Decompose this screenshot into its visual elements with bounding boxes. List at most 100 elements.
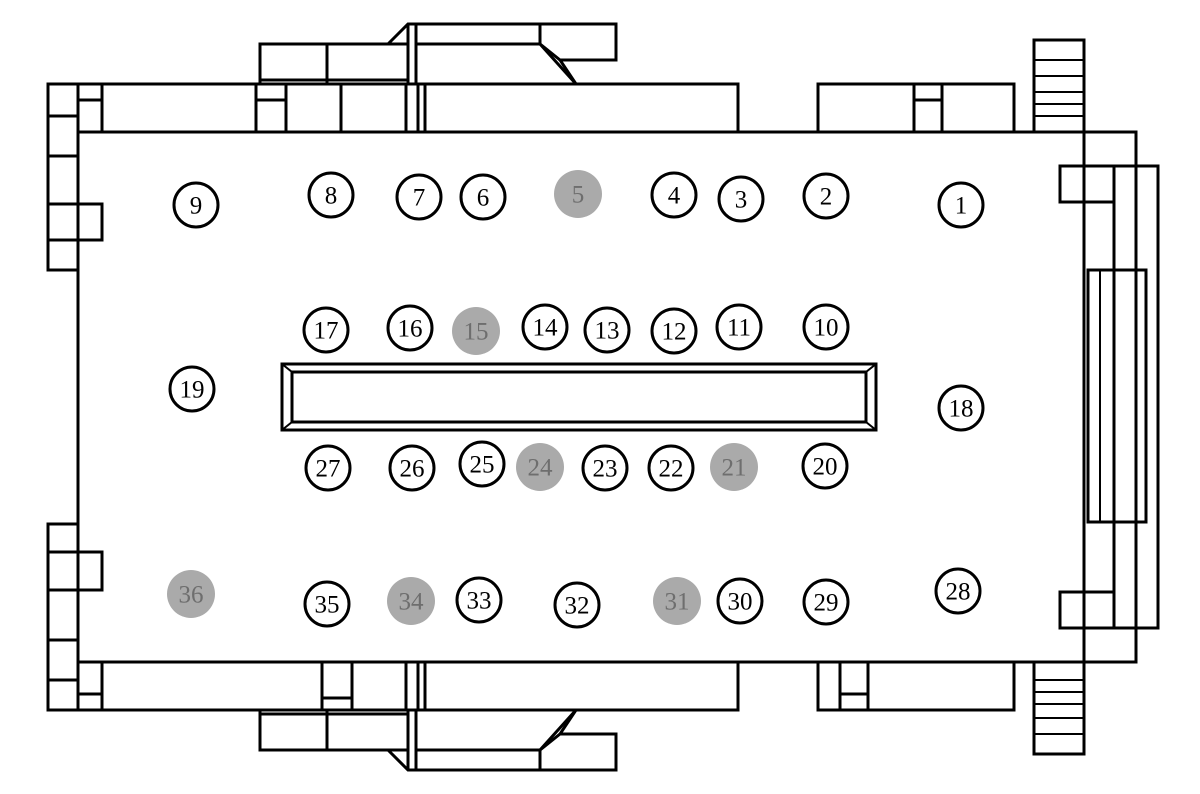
marker-label: 24 [528,455,554,482]
marker-28: 28 [934,567,982,615]
markers-group: 1234567891011121314151617181920212223242… [167,170,985,629]
marker-circle [307,171,355,219]
marker-label: 4 [668,183,681,210]
marker-34: 34 [387,577,435,625]
marker-circle [650,307,698,355]
marker-36: 36 [167,570,215,618]
marker-circle [458,440,506,488]
marker-4: 4 [650,171,698,219]
marker-circle [934,567,982,615]
marker-label: 30 [728,589,753,616]
marker-circle [553,581,601,629]
marker-35: 35 [303,580,351,628]
top-fixtures [76,22,1086,134]
marker-circle [647,444,695,492]
marker-circle [516,443,564,491]
marker-label: 19 [180,377,205,404]
marker-30: 30 [716,577,764,625]
marker-label: 6 [477,185,490,212]
marker-label: 16 [398,316,423,343]
marker-label: 1 [955,193,968,220]
marker-circle [650,171,698,219]
marker-circle [717,175,765,223]
marker-23: 23 [581,444,629,492]
marker-21: 21 [710,443,758,491]
marker-label: 23 [593,456,618,483]
marker-circle [167,570,215,618]
marker-label: 17 [314,318,339,345]
marker-label: 5 [572,182,585,209]
marker-label: 26 [400,456,425,483]
marker-circle [303,580,351,628]
marker-11: 11 [715,303,763,351]
marker-label: 22 [659,456,684,483]
marker-circle [802,578,850,626]
marker-circle [581,444,629,492]
marker-circle [455,576,503,624]
marker-circle [302,306,350,354]
marker-label: 13 [595,318,620,345]
marker-label: 32 [565,593,590,620]
marker-24: 24 [516,443,564,491]
marker-circle [452,307,500,355]
marker-label: 9 [190,193,203,220]
marker-label: 3 [735,187,748,214]
marker-circle [554,170,602,218]
marker-label: 29 [814,590,839,617]
marker-label: 27 [316,456,341,483]
marker-circle [521,303,569,351]
marker-14: 14 [521,303,569,351]
marker-circle [802,303,850,351]
marker-10: 10 [802,303,850,351]
left-fixtures [46,82,104,712]
marker-circle [168,365,216,413]
marker-label: 11 [727,315,751,342]
marker-20: 20 [801,442,849,490]
marker-circle [395,173,443,221]
marker-29: 29 [802,578,850,626]
marker-label: 8 [325,183,338,210]
marker-circle [801,442,849,490]
bottom-fixtures [76,660,1086,772]
central-table [280,362,878,432]
marker-26: 26 [388,444,436,492]
marker-label: 2 [820,184,833,211]
marker-27: 27 [304,444,352,492]
marker-32: 32 [553,581,601,629]
marker-13: 13 [583,306,631,354]
marker-circle [172,181,220,229]
marker-circle [387,577,435,625]
marker-label: 18 [949,396,974,423]
marker-label: 28 [946,579,971,606]
marker-label: 25 [470,452,495,479]
marker-6: 6 [459,173,507,221]
marker-19: 19 [168,365,216,413]
marker-label: 7 [413,185,426,212]
marker-label: 10 [814,315,839,342]
marker-9: 9 [172,181,220,229]
marker-circle [716,577,764,625]
marker-label: 20 [813,454,838,481]
marker-label: 14 [533,315,559,342]
marker-circle [304,444,352,492]
marker-22: 22 [647,444,695,492]
marker-circle [583,306,631,354]
marker-circle [386,304,434,352]
marker-label: 33 [467,588,492,615]
marker-circle [937,384,985,432]
marker-31: 31 [653,577,701,625]
marker-label: 35 [315,592,340,619]
marker-label: 31 [665,589,690,616]
marker-label: 34 [399,589,425,616]
marker-3: 3 [717,175,765,223]
marker-16: 16 [386,304,434,352]
marker-8: 8 [307,171,355,219]
marker-label: 12 [662,319,687,346]
marker-label: 36 [179,582,204,609]
marker-circle [802,172,850,220]
marker-circle [715,303,763,351]
marker-33: 33 [455,576,503,624]
marker-circle [653,577,701,625]
marker-5: 5 [554,170,602,218]
